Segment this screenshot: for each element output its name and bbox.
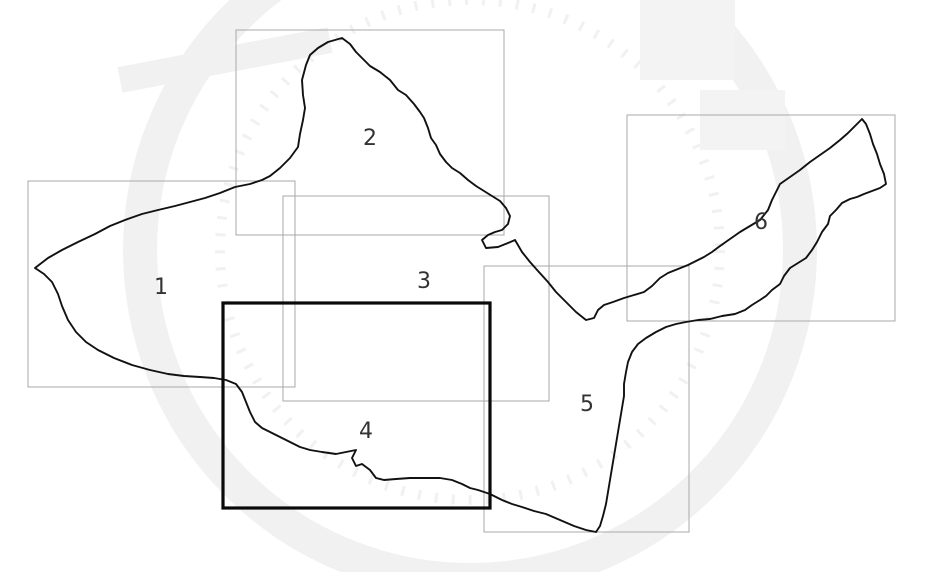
watermark-block: [640, 0, 735, 80]
background-watermark: [117, 0, 817, 572]
tile-frame-3[interactable]: [282, 195, 550, 402]
tile-frame-2[interactable]: [235, 29, 505, 236]
tile-frames: [27, 29, 896, 533]
tile-label-4: 4: [359, 419, 373, 444]
region-outline: [34, 37, 887, 533]
tile-frame-4[interactable]: [221, 301, 492, 510]
tile-label-2: 2: [363, 126, 377, 151]
tile-frame-1[interactable]: [27, 180, 296, 388]
tile-label-5: 5: [580, 392, 594, 417]
tile-labels: 1 2 3 4 5 6: [154, 126, 768, 444]
watermark-block: [700, 90, 785, 150]
tile-label-1: 1: [154, 275, 168, 300]
region-boundary: [34, 37, 887, 533]
tile-frame-5[interactable]: [483, 265, 690, 533]
tile-frame-6[interactable]: [626, 114, 896, 322]
tile-label-3: 3: [417, 269, 431, 294]
tile-label-6: 6: [754, 210, 768, 235]
